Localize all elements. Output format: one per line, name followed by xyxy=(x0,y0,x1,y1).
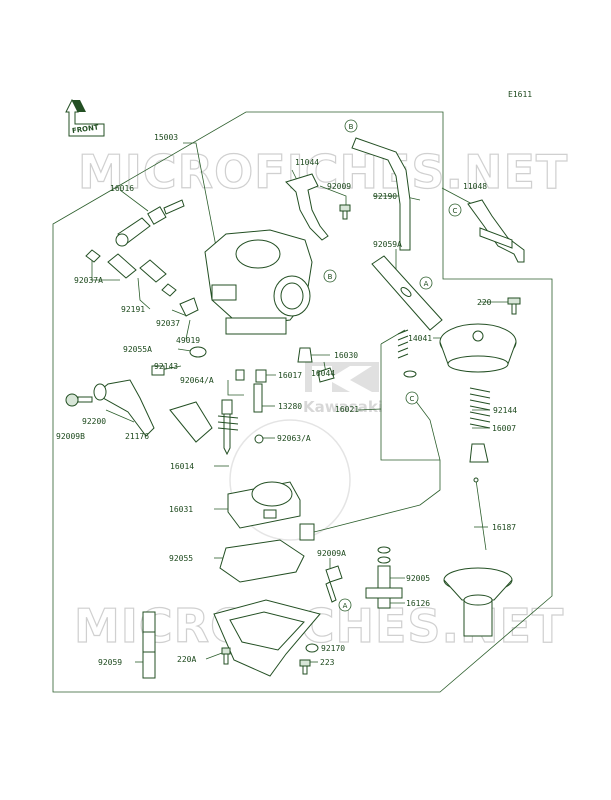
diagram-code: E1611 xyxy=(508,90,532,99)
washer-92064A[interactable] xyxy=(235,369,245,381)
label-49019[interactable]: 49019 xyxy=(176,336,200,345)
oring-92063A[interactable] xyxy=(254,434,264,444)
drain-92170[interactable] xyxy=(305,643,319,653)
label-92037[interactable]: 92037 xyxy=(156,319,180,328)
label-223[interactable]: 223 xyxy=(320,658,335,667)
label-92037A[interactable]: 92037A xyxy=(74,276,103,285)
oring-92055A[interactable] xyxy=(189,346,207,358)
spring-16021[interactable] xyxy=(397,329,417,378)
cable-16021[interactable] xyxy=(299,395,441,541)
front-label: FRONT xyxy=(72,123,100,135)
label-92009B[interactable]: 92009B xyxy=(56,432,85,441)
clip-92037A[interactable] xyxy=(85,249,101,263)
label-92170[interactable]: 92170 xyxy=(321,644,345,653)
hose-92059[interactable] xyxy=(142,611,156,679)
label-220A[interactable]: 220A xyxy=(177,655,196,664)
fitting-49019[interactable] xyxy=(179,297,199,317)
screw-92200[interactable] xyxy=(93,379,155,437)
label-92064A[interactable]: 92064/A xyxy=(180,376,214,385)
callout-a-top: A xyxy=(424,280,429,288)
label-92191[interactable]: 92191 xyxy=(121,305,145,314)
plug-92143[interactable] xyxy=(151,365,165,376)
screw-92009B[interactable] xyxy=(65,393,93,407)
choke-plunger-16016[interactable] xyxy=(115,199,185,247)
label-16017[interactable]: 16017 xyxy=(278,371,302,380)
jet-16017[interactable] xyxy=(255,369,267,383)
label-16021[interactable]: 16021 xyxy=(335,405,359,414)
label-92059A[interactable]: 92059A xyxy=(373,240,402,249)
callout-markers: B B C C A A xyxy=(323,119,462,612)
part-labels: 15003 11044 16016 92009 92190 11048 9205… xyxy=(56,133,517,667)
bracket-11048[interactable] xyxy=(467,199,525,263)
float-bowl[interactable] xyxy=(213,599,321,677)
screw-220A[interactable] xyxy=(221,647,231,665)
lever-21176[interactable] xyxy=(169,401,213,443)
label-16187[interactable]: 16187 xyxy=(492,523,516,532)
watermark-top: MICROFICHES.NET xyxy=(78,145,568,199)
front-arrow-icon: FRONT xyxy=(65,98,105,137)
callout-b-mid: B xyxy=(328,273,333,281)
label-92143[interactable]: 92143 xyxy=(154,362,178,371)
screw-92009A[interactable] xyxy=(325,565,343,603)
label-92190[interactable]: 92190 xyxy=(373,192,397,201)
screw-92009[interactable] xyxy=(339,204,351,220)
label-92144[interactable]: 92144 xyxy=(493,406,517,415)
logo-text: Kawasaki xyxy=(303,398,383,416)
label-11044[interactable]: 11044 xyxy=(295,158,319,167)
label-13280[interactable]: 13280 xyxy=(278,402,302,411)
screw-223[interactable] xyxy=(299,659,311,675)
hose-92190[interactable] xyxy=(351,137,411,251)
diaphragm-16126[interactable] xyxy=(443,567,513,637)
float-16031[interactable] xyxy=(227,481,301,529)
label-16126[interactable]: 16126 xyxy=(406,599,430,608)
label-16044[interactable]: 16044 xyxy=(311,369,335,378)
fitting-92005[interactable] xyxy=(365,546,403,609)
label-220[interactable]: 220 xyxy=(477,298,492,307)
label-92055[interactable]: 92055 xyxy=(169,554,193,563)
needle-16187[interactable] xyxy=(473,477,487,551)
label-15003[interactable]: 15003 xyxy=(154,133,178,142)
label-92005[interactable]: 92005 xyxy=(406,574,430,583)
callout-c-mid: C xyxy=(410,395,415,403)
label-16016[interactable]: 16016 xyxy=(110,184,134,193)
pilot-screw-16014[interactable] xyxy=(217,399,239,456)
label-16031[interactable]: 16031 xyxy=(169,505,193,514)
spring-92144[interactable] xyxy=(469,387,491,429)
label-14041[interactable]: 14041 xyxy=(408,334,432,343)
label-16014[interactable]: 16014 xyxy=(170,462,194,471)
callout-c-top: C xyxy=(453,207,458,215)
needle-16007[interactable] xyxy=(469,443,489,463)
cover-14041[interactable] xyxy=(439,323,517,373)
callout-a-bottom: A xyxy=(343,602,348,610)
label-92200[interactable]: 92200 xyxy=(82,417,106,426)
label-92055A[interactable]: 92055A xyxy=(123,345,152,354)
clip-92037[interactable] xyxy=(161,283,177,297)
callout-b-top: B xyxy=(349,123,354,131)
float-pin-16044[interactable] xyxy=(317,367,335,383)
hose-92191[interactable] xyxy=(107,253,167,283)
label-16030[interactable]: 16030 xyxy=(334,351,358,360)
assembly-frame xyxy=(52,111,553,693)
label-11048[interactable]: 11048 xyxy=(463,182,487,191)
label-21176[interactable]: 21176 xyxy=(125,432,149,441)
label-92063A[interactable]: 92063/A xyxy=(277,434,311,443)
label-16007[interactable]: 16007 xyxy=(492,424,516,433)
hose-92059A[interactable] xyxy=(371,255,443,331)
jet-13280[interactable] xyxy=(253,383,263,413)
label-92009[interactable]: 92009 xyxy=(327,182,351,191)
label-92009A[interactable]: 92009A xyxy=(317,549,346,558)
carburetor-body[interactable] xyxy=(204,229,313,335)
bolt-220[interactable] xyxy=(507,297,521,315)
label-92059[interactable]: 92059 xyxy=(98,658,122,667)
gasket-92055[interactable] xyxy=(219,539,305,583)
jet-16030[interactable] xyxy=(297,347,313,363)
cable-bracket-11044[interactable] xyxy=(285,173,329,241)
kawasaki-logo: Kawasaki xyxy=(229,362,383,541)
